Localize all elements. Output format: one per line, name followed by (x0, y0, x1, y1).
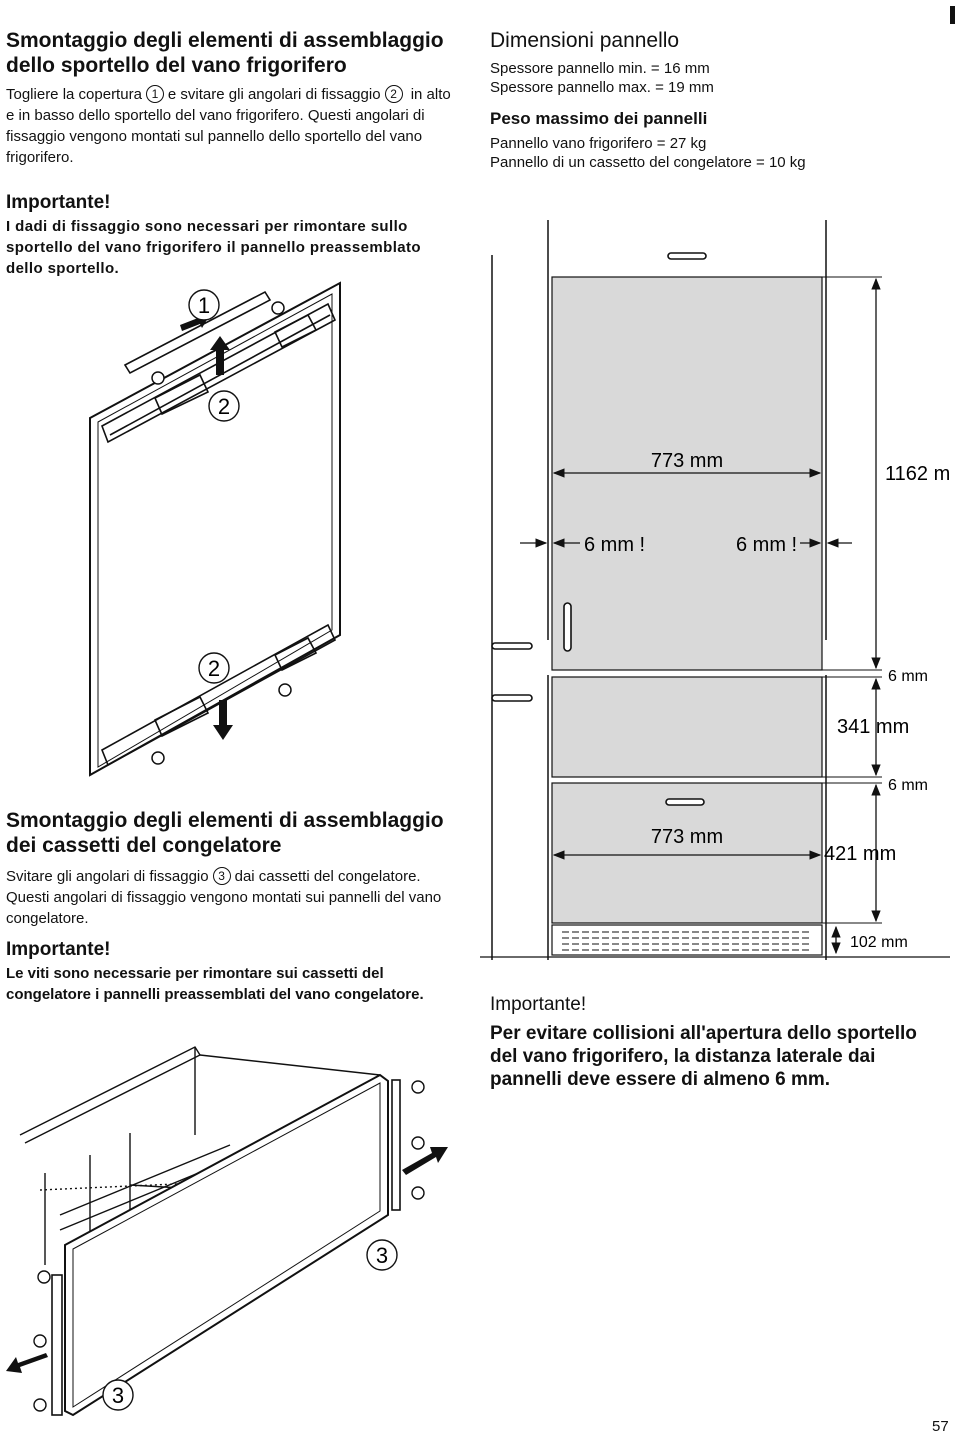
clearance-heading: Importante! (490, 994, 587, 1015)
corner-mark (950, 6, 955, 24)
page-number: 57 (932, 1418, 949, 1435)
gap-2-label: 6 mm (888, 777, 928, 794)
gap-1-label: 6 mm (888, 668, 928, 685)
bottom-fixing-bracket (100, 623, 337, 767)
cabinet-walls (491, 220, 827, 960)
top-nuts (151, 301, 285, 385)
extension-lines (822, 669, 882, 924)
thickness-max: Spessore pannello max. = 19 mm (490, 79, 714, 96)
up-arrow (210, 336, 230, 375)
callout-3: 3 (212, 867, 231, 885)
svg-text:1: 1 (198, 293, 210, 318)
bottom-nuts (151, 683, 292, 765)
right-fixing-bracket (391, 1079, 401, 1211)
door-handle (563, 602, 572, 652)
panel-dimension-diagram: 773 mm 1162 mm 6 mm ! 6 mm ! 6 mm 341 mm… (480, 220, 950, 960)
right-screws (411, 1080, 425, 1200)
left-fixing-bracket (51, 1274, 63, 1416)
door-panel (89, 281, 341, 777)
svg-text:2: 2 (208, 656, 220, 681)
gap-right-label: 6 mm ! (736, 534, 797, 556)
svg-text:2: 2 (218, 394, 230, 419)
width-bottom-label: 773 mm (651, 826, 723, 848)
clearance-note: Importante! Per evitare collisioni all'a… (490, 994, 940, 1091)
height-top-label: 1162 mm (885, 463, 950, 485)
panel-dimensions: Dimensioni pannello Spessore pannello mi… (490, 28, 940, 172)
width-top-label: 773 mm (651, 450, 723, 472)
height-mid-label: 341 mm (837, 716, 909, 738)
important-heading: Importante! (6, 192, 111, 213)
down-arrow (213, 700, 233, 740)
important2-text: Le viti sono necessarie per rimontare su… (6, 965, 424, 1003)
svg-text:3: 3 (112, 1383, 124, 1408)
weight-title: Peso massimo dei pannelli (490, 109, 708, 128)
callout-2: 2 (384, 85, 403, 103)
important-text: I dadi di fissaggio sono necessari per r… (6, 218, 421, 277)
section-drawer-disassembly: Smontaggio degli elementi di assemblaggi… (6, 808, 454, 1005)
plinth-slots (562, 931, 812, 951)
figure2-callouts: 3 3 (102, 1239, 398, 1411)
section2-title: Smontaggio degli elementi di assemblaggi… (6, 809, 444, 857)
right-pull-arrow (402, 1147, 448, 1175)
figure-callouts: 1 2 2 (188, 289, 240, 684)
thickness-min: Spessore pannello min. = 16 mm (490, 60, 710, 77)
left-pull-arrow (6, 1353, 48, 1373)
cover-strip (123, 290, 272, 375)
callout-1: 1 (145, 85, 164, 103)
svg-text:3: 3 (376, 1243, 388, 1268)
height-bottom-label: 421 mm (824, 843, 896, 865)
door-panel-inner (97, 293, 333, 768)
weight-fridge: Pannello vano frigorifero = 27 kg (490, 135, 707, 152)
top-handle (667, 252, 707, 260)
section-title: Smontaggio degli elementi di assemblaggi… (6, 29, 444, 77)
side-handle-2 (491, 694, 533, 702)
drawer-handle (665, 798, 705, 806)
gap-left-label: 6 mm ! (584, 534, 645, 556)
dimensions-title: Dimensioni pannello (490, 29, 680, 52)
clearance-text: Per evitare collisioni all'apertura dell… (490, 1023, 917, 1090)
left-screws (33, 1270, 51, 1412)
section-door-disassembly: Smontaggio degli elementi di assemblaggi… (6, 28, 456, 279)
door-bracket-figure: 1 2 2 (89, 281, 341, 777)
freezer-drawer-panel-1 (551, 676, 823, 778)
plinth-label: 102 mm (850, 934, 908, 951)
drawer-bracket-figure: 3 3 (6, 1046, 448, 1417)
weight-freezer: Pannello di un cassetto del congelatore … (490, 154, 806, 171)
side-handle-1 (491, 642, 533, 650)
important2-heading: Importante! (6, 939, 111, 960)
drawer-front-panel (64, 1073, 389, 1417)
